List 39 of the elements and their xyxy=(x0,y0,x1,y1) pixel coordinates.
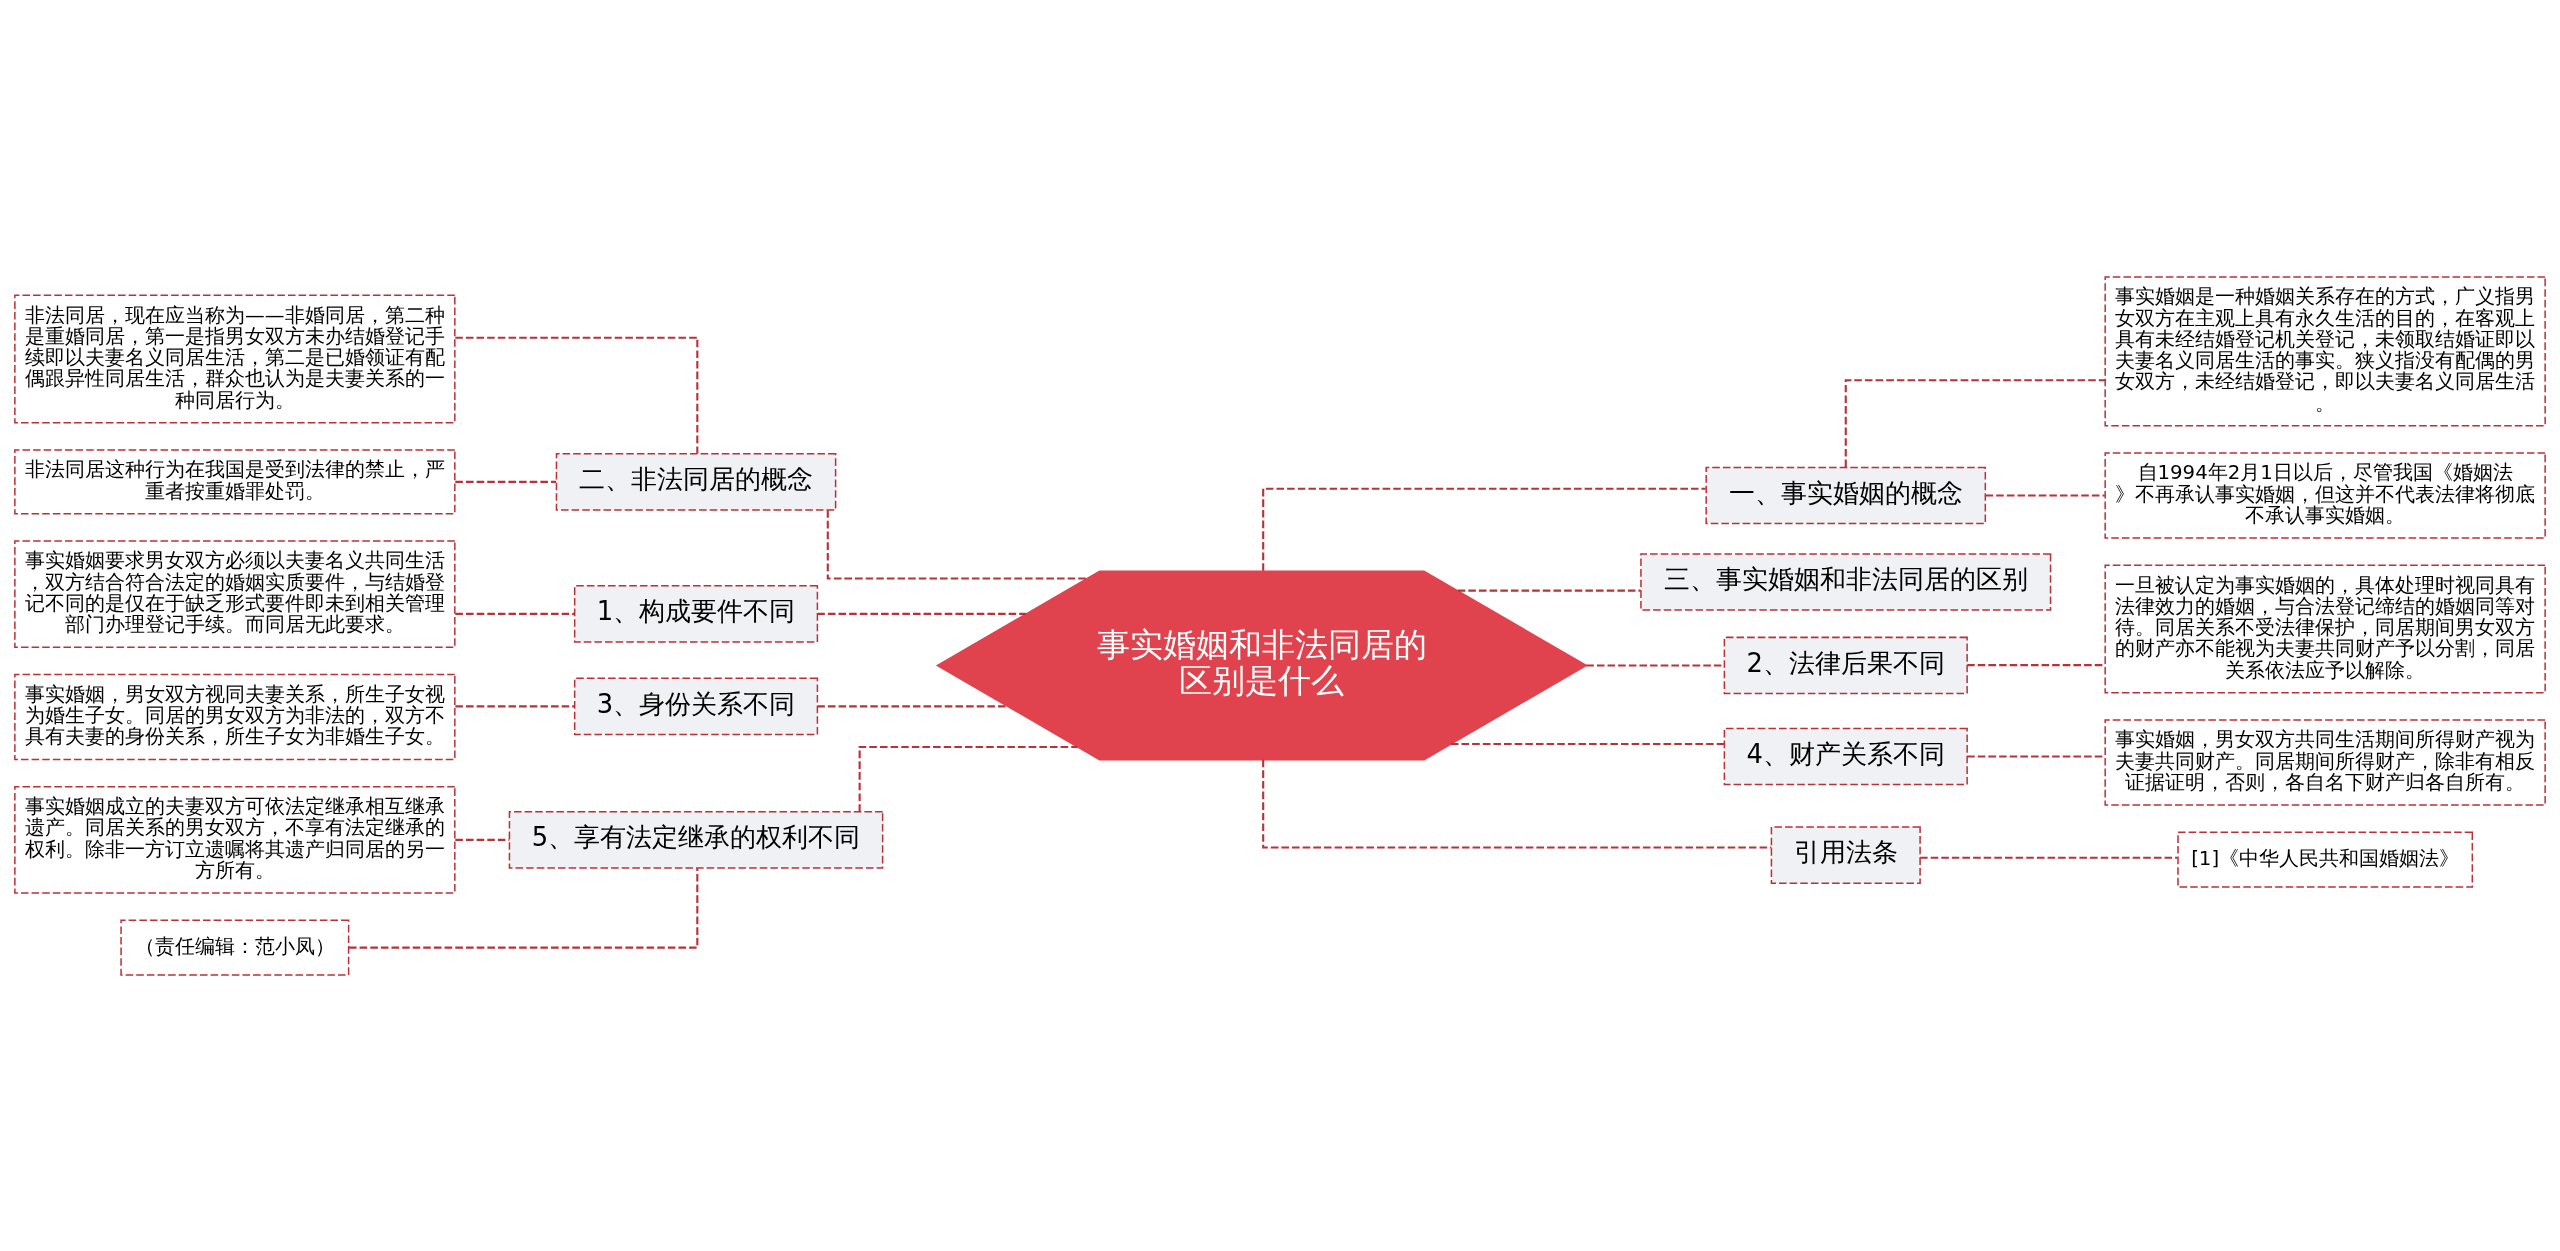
node-box: 非法同居，现在应当称为——非婚同居，第二种是重婚同居，第一是指男女双方未办结婚登记手续即以夫妻名义同居生活，第二是已婚领证有配偶跟异性同居生活，群众也认为是夫妻关系的一种同居行为。 xyxy=(14,294,456,423)
connector xyxy=(455,704,575,707)
connector xyxy=(455,480,556,483)
connector xyxy=(455,838,510,841)
connector xyxy=(1967,754,2105,758)
node-box: 事实婚姻是一种婚姻关系存在的方式，广义指男女双方在主观上具有永久生活的目的，在客观上具有未经结婚登记机关登记，未领取结婚证即以夫妻名义同居生活的事实。狭义指没有配偶的男女双方，未经结婚登记，即以夫妻名义同居生活。 xyxy=(2104,275,2546,426)
node-box: 1、构成要件不同 xyxy=(573,584,819,643)
node-box: 自1994年2月1日以后，尽管我国《婚姻法》不再承认事实婚姻，但这并不代表法律将彻底不承认事实婚姻。 xyxy=(2104,451,2546,539)
connector xyxy=(817,704,1008,707)
connector xyxy=(1844,378,2106,467)
node-box: 三、事实婚姻和非法同居的区别 xyxy=(1640,552,2052,611)
connector xyxy=(1262,759,1772,849)
connector xyxy=(1262,487,1706,571)
connector xyxy=(349,867,699,949)
connector xyxy=(1920,856,2178,859)
connector xyxy=(455,612,575,615)
node-box: [1]《中华人民共和国婚姻法》 xyxy=(2177,831,2474,888)
connector xyxy=(817,612,1026,615)
connector xyxy=(1451,742,1724,745)
connector xyxy=(858,745,1078,812)
connector xyxy=(1967,663,2105,666)
node-box: （责任编辑：范小凤） xyxy=(120,919,350,976)
node-box: 5、享有法定继承的权利不同 xyxy=(508,810,884,869)
node-box: 事实婚姻，男女双方视同夫妻关系，所生子女视为婚生子女。同居的男女双方为非法的，双方不具有夫妻的身份关系，所生子女为非婚生子女。 xyxy=(14,673,456,760)
connector xyxy=(1985,493,2105,497)
node-box: 事实婚姻，男女双方共同生活期间所得财产视为夫妻共同财产。同居期间所得财产，除非有相反证据证明，否则，各自名下财产归各自所有。 xyxy=(2104,718,2546,806)
node-box: 一、事实婚姻的概念 xyxy=(1705,466,1987,524)
connector xyxy=(826,509,1087,580)
node-box: 非法同居这种行为在我国是受到法律的禁止，严重者按重婚罪处罚。 xyxy=(14,448,456,514)
connector xyxy=(1457,589,1641,592)
node-box: 事实婚姻要求男女双方必须以夫妻名义共同生活，双方结合符合法定的婚姻实质要件，与结婚登记不同的是仅在于缺乏形式要件即未到相关管理部门办理登记手续。而同居无此要求。 xyxy=(14,539,456,648)
node-box: 引用法条 xyxy=(1770,825,1921,884)
node-box: 事实婚姻成立的夫妻双方可依法定继承相互继承遗产。同居关系的男女双方，不享有法定继承的权利。除非一方订立遗嘱将其遗产归同居的另一方所有。 xyxy=(14,785,456,894)
node-box: 2、法律后果不同 xyxy=(1723,636,1968,694)
node-box: 一旦被认定为事实婚姻的，具体处理时视同具有法律效力的婚姻，与合法登记缔结的婚姻同等对待。同居关系不受法律保护，同居期间男女双方的财产亦不能视为夫妻共同财产予以分割，同居关系依法应予以解除。 xyxy=(2104,564,2546,693)
node-box: 二、非法同居的概念 xyxy=(555,452,837,511)
connector xyxy=(455,336,699,453)
node-box: 4、财产关系不同 xyxy=(1723,727,1968,785)
node-box: 3、身份关系不同 xyxy=(573,677,819,735)
